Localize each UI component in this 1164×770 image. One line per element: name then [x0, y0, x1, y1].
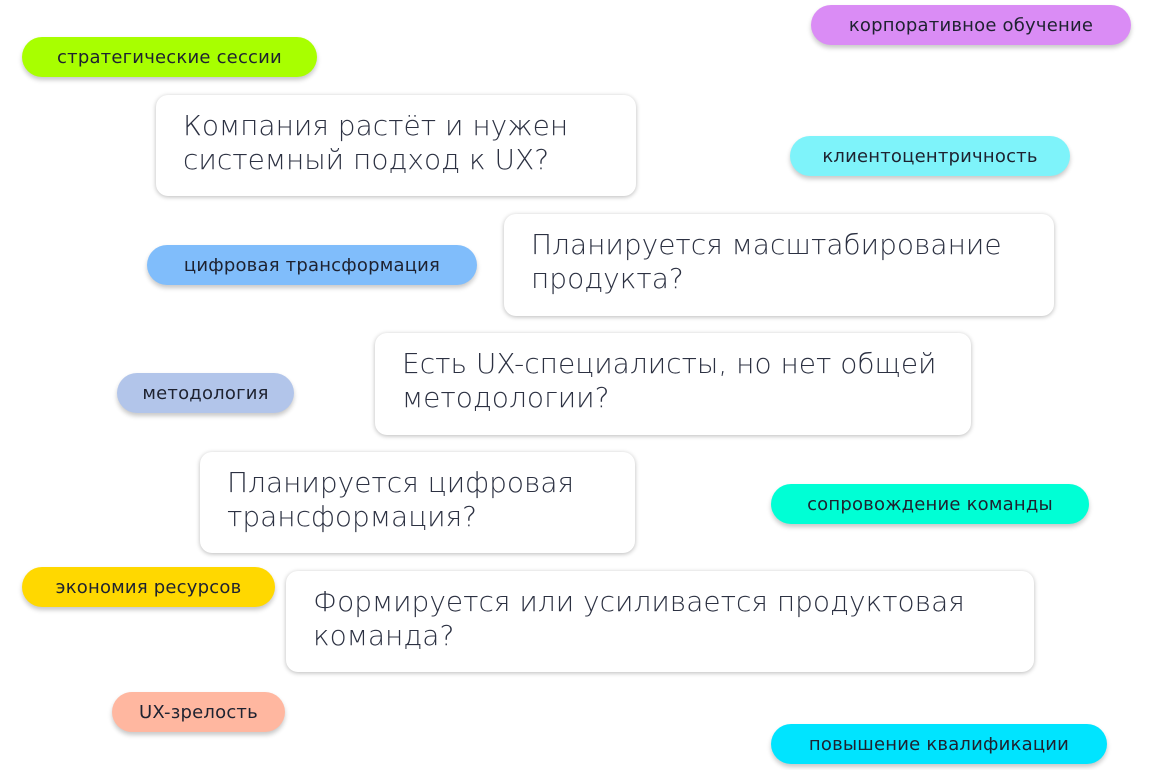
question-card-company-growth: Компания растёт и нужен системный подход… [156, 95, 636, 196]
tag-customer-centricity: клиентоцентричность [790, 136, 1070, 176]
question-card-digital-transformation: Планируется цифровая трансформация? [200, 452, 635, 553]
question-card-product-team: Формируется или усиливается продуктовая … [286, 571, 1034, 672]
tag-digital-transformation: цифровая трансформация [147, 245, 477, 285]
tag-ux-maturity: UX-зрелость [112, 692, 285, 732]
tag-strategic-sessions: стратегические сессии [22, 37, 317, 77]
tag-corporate-training: корпоративное обучение [811, 5, 1131, 45]
tag-methodology: методология [117, 373, 294, 413]
tag-resource-saving: экономия ресурсов [22, 567, 275, 607]
tag-upskilling: повышение квалификации [771, 724, 1107, 764]
question-card-product-scaling: Планируется масштабирование продукта? [504, 214, 1054, 316]
tag-team-support: сопровождение команды [771, 484, 1089, 524]
question-card-methodology: Есть UX-специалисты, но нет общей методо… [375, 333, 971, 435]
